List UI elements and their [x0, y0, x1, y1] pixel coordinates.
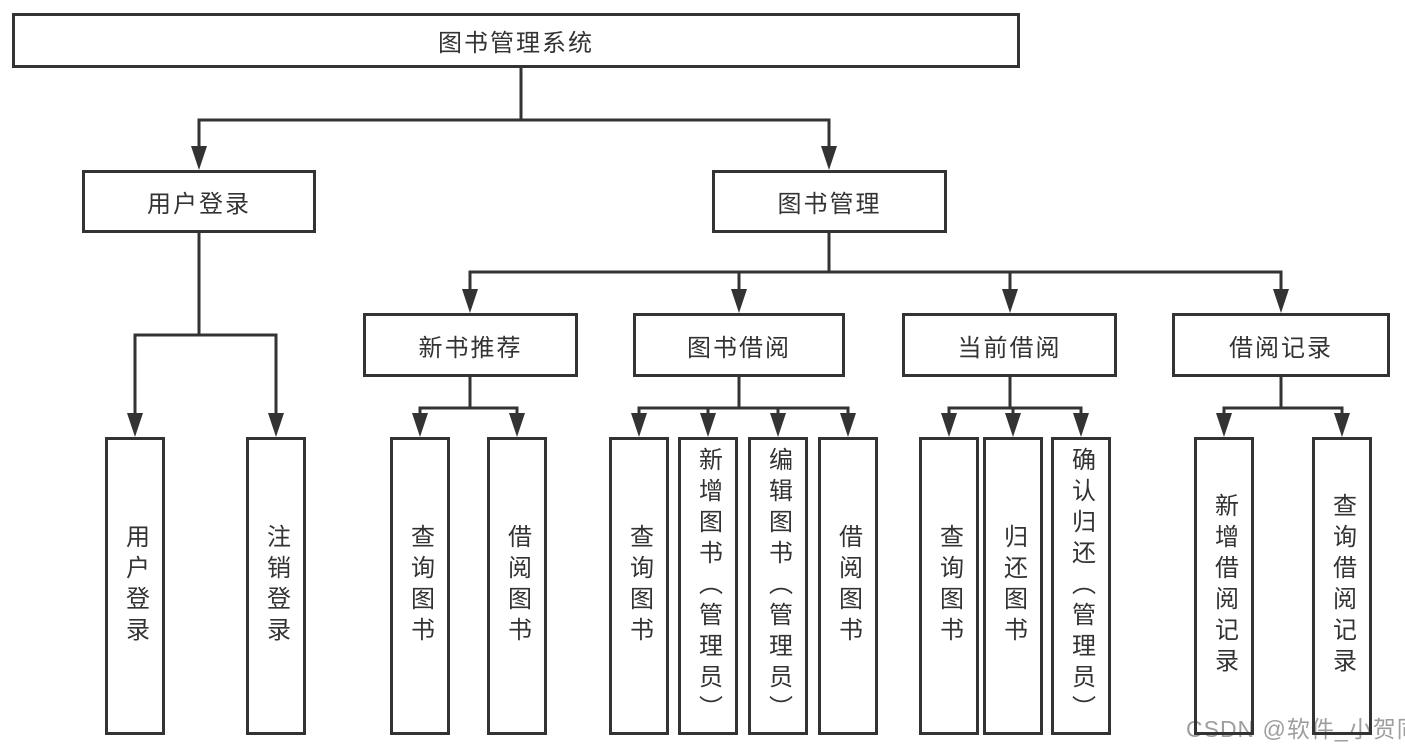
leaf-logout-login-label: 注销登录	[262, 524, 290, 648]
node-book-mgmt: 图书管理	[712, 170, 947, 233]
leaf-query-books-recommend-label: 查询图书	[406, 524, 434, 648]
node-book-borrow-label: 图书借阅	[687, 334, 791, 362]
leaf-query-books-borrow-label: 查询图书	[625, 524, 653, 648]
leaf-confirm-return-admin-label: 确认归还（管理员）	[1067, 446, 1095, 726]
node-book-borrow: 图书借阅	[633, 313, 845, 377]
leaf-add-book-admin: 新增图书（管理员）	[678, 437, 738, 735]
leaf-edit-book-admin: 编辑图书（管理员）	[748, 437, 808, 735]
leaf-add-borrow-record-label: 新增借阅记录	[1210, 493, 1238, 679]
leaf-query-borrow-record: 查询借阅记录	[1312, 437, 1372, 735]
node-current-borrow: 当前借阅	[902, 313, 1117, 377]
leaf-query-books-current: 查询图书	[919, 437, 979, 735]
connectors-current-borrow-branch	[941, 377, 1089, 437]
leaf-query-books-borrow: 查询图书	[609, 437, 669, 735]
connectors-root-branch	[191, 68, 837, 170]
node-root: 图书管理系统	[12, 13, 1020, 68]
node-new-book-recommend-label: 新书推荐	[418, 334, 523, 362]
leaf-add-borrow-record: 新增借阅记录	[1194, 437, 1254, 735]
node-book-mgmt-label: 图书管理	[777, 191, 882, 218]
leaf-query-books-recommend: 查询图书	[390, 437, 450, 735]
leaf-logout-login: 注销登录	[246, 437, 306, 735]
csdn-watermark: CSDN @软件_小贺同学	[1186, 716, 1405, 742]
leaf-query-books-current-label: 查询图书	[935, 524, 963, 648]
node-new-book-recommend: 新书推荐	[363, 313, 578, 377]
connectors-new-book-branch	[412, 377, 525, 437]
node-borrow-records: 借阅记录	[1172, 313, 1390, 377]
connectors-borrow-records-branch	[1216, 377, 1350, 437]
connectors-book-mgmt-branch	[462, 233, 1289, 313]
connectors-book-borrow-branch	[631, 377, 856, 437]
leaf-query-borrow-record-label: 查询借阅记录	[1328, 493, 1356, 679]
node-user-login: 用户登录	[82, 170, 316, 233]
leaf-return-books: 归还图书	[983, 437, 1043, 735]
node-root-label: 图书管理系统	[438, 30, 594, 57]
leaf-user-login-label: 用户登录	[121, 524, 149, 648]
leaf-user-login: 用户登录	[105, 437, 165, 735]
leaf-borrow-books-recommend-label: 借阅图书	[503, 524, 531, 648]
node-user-login-label: 用户登录	[147, 191, 251, 218]
leaf-borrow-books-recommend: 借阅图书	[487, 437, 547, 735]
leaf-confirm-return-admin: 确认归还（管理员）	[1051, 437, 1111, 735]
connectors-user-login-branch	[127, 233, 284, 437]
node-current-borrow-label: 当前借阅	[957, 334, 1062, 362]
leaf-return-books-label: 归还图书	[999, 524, 1027, 648]
leaf-add-book-admin-label: 新增图书（管理员）	[694, 446, 722, 726]
node-borrow-records-label: 借阅记录	[1229, 334, 1333, 362]
leaf-borrow-books-label: 借阅图书	[834, 524, 862, 648]
leaf-borrow-books: 借阅图书	[818, 437, 878, 735]
leaf-edit-book-admin-label: 编辑图书（管理员）	[764, 446, 792, 726]
